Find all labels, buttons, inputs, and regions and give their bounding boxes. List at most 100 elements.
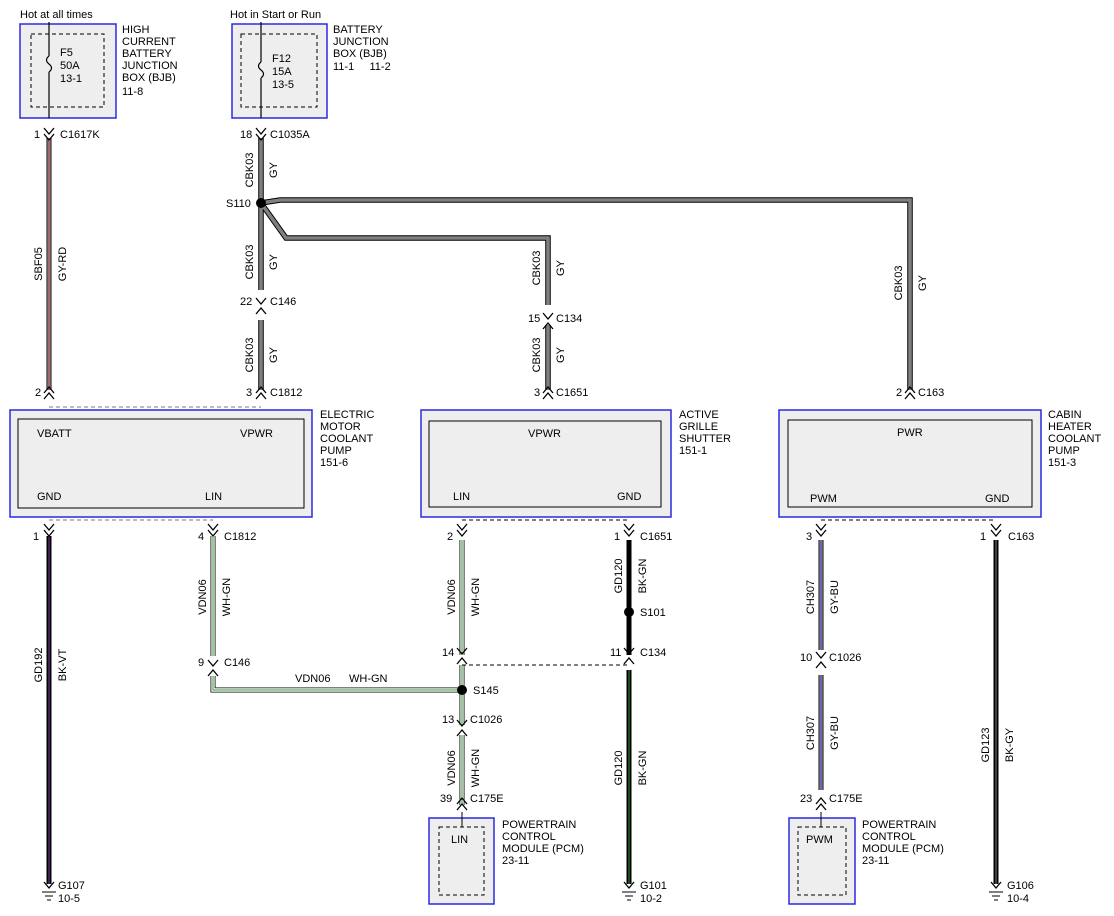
name-c1026-b: C1026 xyxy=(829,652,861,664)
hcbjb-line-4: BOX (BJB) xyxy=(122,72,176,84)
name-c1026-a: C1026 xyxy=(470,714,502,726)
hcbjb-line-0: HIGH xyxy=(122,24,150,36)
pin-c134-a: 14 xyxy=(442,647,454,659)
ground-g107-name: G107 xyxy=(58,880,85,892)
bjb-line-3: 11-1 11-2 xyxy=(333,61,391,73)
ags-line-1: GRILLE xyxy=(679,421,718,433)
emcp-line-1: MOTOR xyxy=(320,421,361,433)
pin-ags-lin: 2 xyxy=(447,531,453,543)
fuse-f12: F12 15A 13-5 xyxy=(257,22,294,118)
wire-cbk03-color-6: GY xyxy=(917,274,929,291)
wire-ch307-color-1: GY-BU xyxy=(829,580,841,614)
name-c146-top: C146 xyxy=(270,296,296,308)
ags-pin-lin: LIN xyxy=(453,491,470,503)
active-grille-shutter: VPWR LIN GND ACTIVE GRILLE SHUTTER 151-1 xyxy=(420,409,731,518)
wire-gd120-color-1: BK-GN xyxy=(637,559,649,594)
hcbjb-line-5: 11-8 xyxy=(122,86,143,98)
wire-sbf05-color: GY-RD xyxy=(57,247,69,281)
wire-gd192-color: BK-VT xyxy=(57,649,69,682)
splice-s101 xyxy=(624,607,634,617)
pin-c1617k: 1 xyxy=(34,129,40,141)
bjb-line-1: JUNCTION xyxy=(333,36,389,48)
chcp-pin-pwr: PWR xyxy=(897,427,923,439)
splice-s101-label: S101 xyxy=(640,607,666,619)
wire-gd123-color: BK-GY xyxy=(1004,727,1016,762)
wire-cbk03-color-5: GY xyxy=(555,346,567,363)
pcm-pwm-line-0: POWERTRAIN xyxy=(862,819,936,831)
wire-cbk03-color-1: GY xyxy=(268,161,280,178)
pcm-pwm: PWM POWERTRAIN CONTROL MODULE (PCM) 23-1… xyxy=(788,812,944,905)
wire-gd192-circuit: GD192 xyxy=(33,648,45,683)
wire-vdn06-circuit-2: VDN06 xyxy=(295,673,330,685)
bjb-line-2: BOX (BJB) xyxy=(333,48,387,60)
pin-c1812-top: 3 xyxy=(246,387,252,399)
emcp-line-0: ELECTRIC xyxy=(320,409,374,421)
ground-g106-name: G106 xyxy=(1007,880,1034,892)
emcp-pin-lin: LIN xyxy=(205,491,222,503)
wire-gd120-circuit-1: GD120 xyxy=(613,559,625,594)
emcp-pin-gnd: GND xyxy=(37,491,62,503)
pcm-pwm-line-3: 23-11 xyxy=(862,855,889,867)
electric-motor-coolant-pump: VBATT VPWR GND LIN ELECTRIC MOTOR COOLAN… xyxy=(9,409,374,518)
ground-g101-ref: 10-2 xyxy=(640,893,662,905)
pin-c1026-b: 10 xyxy=(800,652,812,664)
wire-vdn06-color-1: WH-GN xyxy=(221,578,233,617)
wire-cbk03-circuit-3: CBK03 xyxy=(244,338,256,373)
pcm-pwm-pin: PWM xyxy=(806,834,833,846)
pin-c163-bot: 1 xyxy=(980,531,986,543)
pcm-lin-pin: LIN xyxy=(451,834,468,846)
wire-vdn06-circuit-4: VDN06 xyxy=(446,750,458,785)
pin-emcp-gnd: 1 xyxy=(33,531,39,543)
wire-sbf05-circuit: SBF05 xyxy=(33,247,45,281)
wire-vdn06 xyxy=(210,536,465,805)
emcp-line-2: COOLANT xyxy=(320,433,373,445)
splice-s110 xyxy=(256,198,266,208)
pcm-lin-line-3: 23-11 xyxy=(502,855,529,867)
pcm-lin-line-1: CONTROL xyxy=(502,831,556,843)
fuse-f12-name: F12 xyxy=(272,53,291,65)
feed-label-hot-at-all-times: Hot at all times xyxy=(20,9,93,21)
name-c175e-b: C175E xyxy=(829,793,863,805)
ags-line-2: SHUTTER xyxy=(679,433,731,445)
name-c146-bot: C146 xyxy=(224,657,250,669)
wire-ch307-circuit-2: CH307 xyxy=(805,716,817,750)
wire-cbk03-color-2: GY xyxy=(268,253,280,270)
splice-s110-label: S110 xyxy=(226,198,251,210)
wire-gd120-color-2: BK-GN xyxy=(637,751,649,786)
ground-g107-ref: 10-5 xyxy=(58,893,80,905)
pin-emcp-vbatt: 2 xyxy=(35,387,41,399)
name-c1812-top: C1812 xyxy=(270,387,302,399)
ground-g101-name: G101 xyxy=(640,880,667,892)
name-c1035a: C1035A xyxy=(270,129,310,141)
high-current-bjb: HIGH CURRENT BATTERY JUNCTION BOX (BJB) … xyxy=(19,23,178,119)
pin-c146-top: 22 xyxy=(240,296,252,308)
name-c175e-a: C175E xyxy=(470,793,504,805)
wire-cbk03-circuit-2: CBK03 xyxy=(244,245,256,280)
name-c1651-top: C1651 xyxy=(556,387,588,399)
wire-cbk03-circuit-1: CBK03 xyxy=(244,153,256,188)
wire-vdn06-circuit-3: VDN06 xyxy=(446,579,458,614)
chcp-pin-gnd: GND xyxy=(985,493,1010,505)
pin-c175e-b: 23 xyxy=(800,793,812,805)
feed-label-hot-in-start-run: Hot in Start or Run xyxy=(230,9,321,21)
ground-g101: G101 10-2 xyxy=(622,880,667,905)
ags-pin-gnd: GND xyxy=(617,491,642,503)
chcp-line-3: PUMP xyxy=(1048,445,1080,457)
splice-s145-label: S145 xyxy=(473,685,499,697)
name-c134-top: C134 xyxy=(556,313,582,325)
name-c134-b: C134 xyxy=(640,647,666,659)
fuse-f12-ref: 13-5 xyxy=(272,79,294,91)
connector-arrows xyxy=(43,127,1002,811)
ags-pin-vpwr: VPWR xyxy=(528,428,561,440)
cabin-heater-coolant-pump: PWR PWM GND CABIN HEATER COOLANT PUMP 15… xyxy=(778,409,1101,518)
wire-vdn06-color-4: WH-GN xyxy=(470,749,482,788)
fuse-f12-rating: 15A xyxy=(272,66,292,78)
hcbjb-line-3: JUNCTION xyxy=(122,60,178,72)
pin-c163-top: 2 xyxy=(896,387,902,399)
pin-c146-bot: 9 xyxy=(198,657,204,669)
ags-line-0: ACTIVE xyxy=(679,409,719,421)
pcm-lin: LIN POWERTRAIN CONTROL MODULE (PCM) 23-1… xyxy=(428,812,584,905)
chcp-line-0: CABIN xyxy=(1048,409,1082,421)
wire-vdn06-circuit-1: VDN06 xyxy=(197,579,209,614)
